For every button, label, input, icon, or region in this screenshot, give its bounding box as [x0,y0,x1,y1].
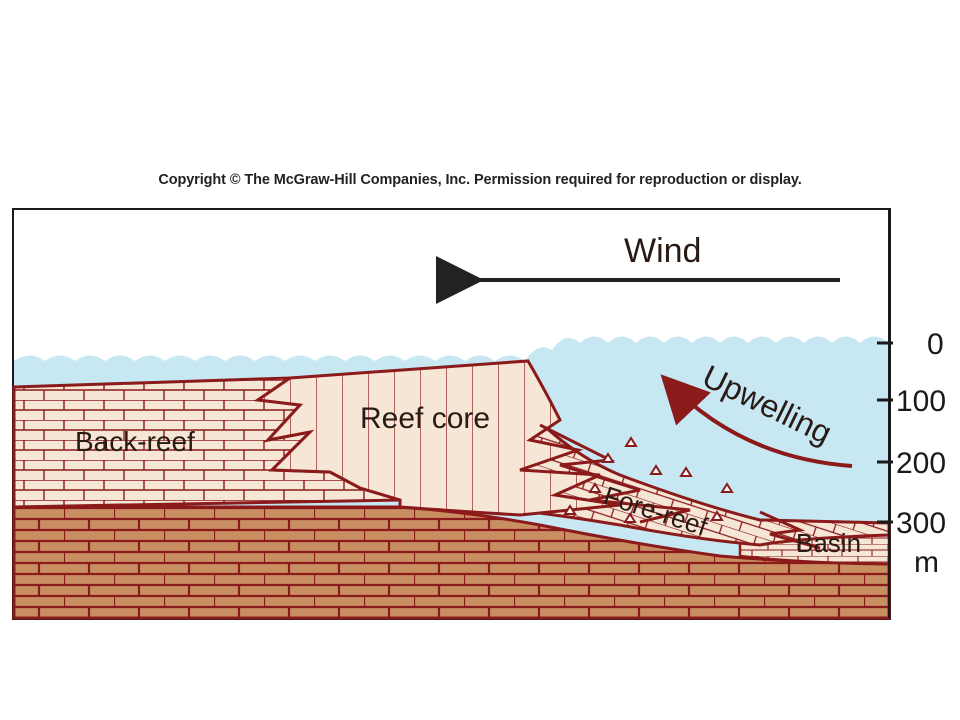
depth-tick-100: 100 [896,385,946,418]
basin-label: Basin [796,528,861,558]
depth-tick-200: 200 [896,447,946,480]
reef-talus-fragments [563,436,734,523]
depth-tick-300: 300 [896,507,946,540]
wind-label: Wind [624,232,701,270]
reef-core-body [253,359,621,517]
depth-unit: m [914,546,939,579]
upwelling-arrow [660,374,853,468]
reef-core-label: Reef core [360,402,490,435]
copyright-notice: Copyright © The McGraw-Hill Companies, I… [158,172,802,188]
basin-tongue [759,510,821,550]
depth-tick-0: 0 [927,328,944,361]
depth-scale: 0 100 200 300 m [877,209,946,618]
back-reef-label: Back-reef [75,426,195,457]
